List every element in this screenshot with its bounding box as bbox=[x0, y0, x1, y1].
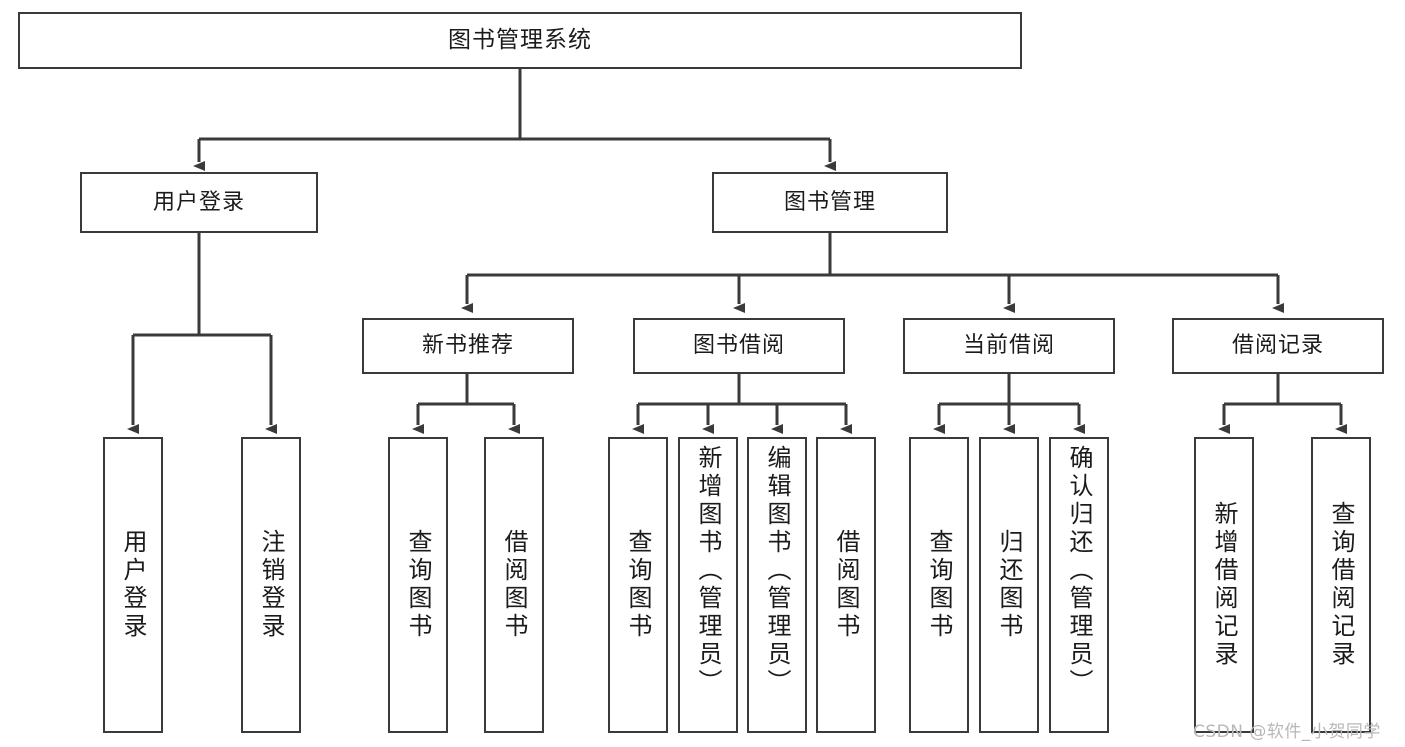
node-label: 确认归还（管理员） bbox=[1065, 445, 1093, 697]
leaf-borrow-book[interactable]: 借阅图书 bbox=[816, 437, 876, 733]
node-borrow-records[interactable]: 借阅记录 bbox=[1172, 318, 1384, 374]
leaf-user-login[interactable]: 用户登录 bbox=[103, 437, 163, 733]
node-new-book-recommend[interactable]: 新书推荐 bbox=[362, 318, 574, 374]
node-label: 借阅图书 bbox=[500, 529, 528, 641]
node-root-book-management-system[interactable]: 图书管理系统 bbox=[18, 12, 1022, 69]
node-label: 用户登录 bbox=[119, 529, 147, 641]
node-label: 归还图书 bbox=[995, 529, 1023, 641]
leaf-borrow-book-recommend[interactable]: 借阅图书 bbox=[484, 437, 544, 733]
leaf-return-book[interactable]: 归还图书 bbox=[979, 437, 1039, 733]
node-label: 当前借阅 bbox=[962, 333, 1055, 359]
leaf-edit-book-admin[interactable]: 编辑图书（管理员） bbox=[747, 437, 807, 733]
node-label: 用户登录 bbox=[152, 189, 245, 215]
node-label: 注销登录 bbox=[257, 529, 285, 641]
node-book-management[interactable]: 图书管理 bbox=[712, 172, 948, 233]
leaf-add-borrow-record[interactable]: 新增借阅记录 bbox=[1194, 437, 1254, 733]
node-book-borrow[interactable]: 图书借阅 bbox=[633, 318, 845, 374]
leaf-confirm-return-admin[interactable]: 确认归还（管理员） bbox=[1049, 437, 1109, 733]
leaf-query-book-borrow[interactable]: 查询图书 bbox=[608, 437, 668, 733]
node-label: 借阅记录 bbox=[1231, 333, 1324, 359]
leaf-query-book-recommend[interactable]: 查询图书 bbox=[388, 437, 448, 733]
node-current-borrow[interactable]: 当前借阅 bbox=[903, 318, 1115, 374]
node-label: 查询图书 bbox=[404, 529, 432, 641]
node-label: 图书管理 bbox=[783, 189, 876, 215]
node-label: 查询借阅记录 bbox=[1327, 501, 1355, 669]
node-label: 新增图书（管理员） bbox=[694, 445, 722, 697]
node-label: 新增借阅记录 bbox=[1210, 501, 1238, 669]
watermark-text: CSDN @软件_小贺同学 bbox=[1193, 722, 1381, 742]
leaf-query-borrow-record[interactable]: 查询借阅记录 bbox=[1311, 437, 1371, 733]
node-label: 图书管理系统 bbox=[448, 26, 592, 53]
leaf-logout-login[interactable]: 注销登录 bbox=[241, 437, 301, 733]
node-label: 新书推荐 bbox=[421, 333, 514, 359]
leaf-add-book-admin[interactable]: 新增图书（管理员） bbox=[678, 437, 738, 733]
node-user-login[interactable]: 用户登录 bbox=[80, 172, 318, 233]
node-label: 编辑图书（管理员） bbox=[763, 445, 791, 697]
node-label: 图书借阅 bbox=[692, 333, 785, 359]
node-label: 借阅图书 bbox=[832, 529, 860, 641]
node-label: 查询图书 bbox=[624, 529, 652, 641]
node-label: 查询图书 bbox=[925, 529, 953, 641]
leaf-query-book-current[interactable]: 查询图书 bbox=[909, 437, 969, 733]
